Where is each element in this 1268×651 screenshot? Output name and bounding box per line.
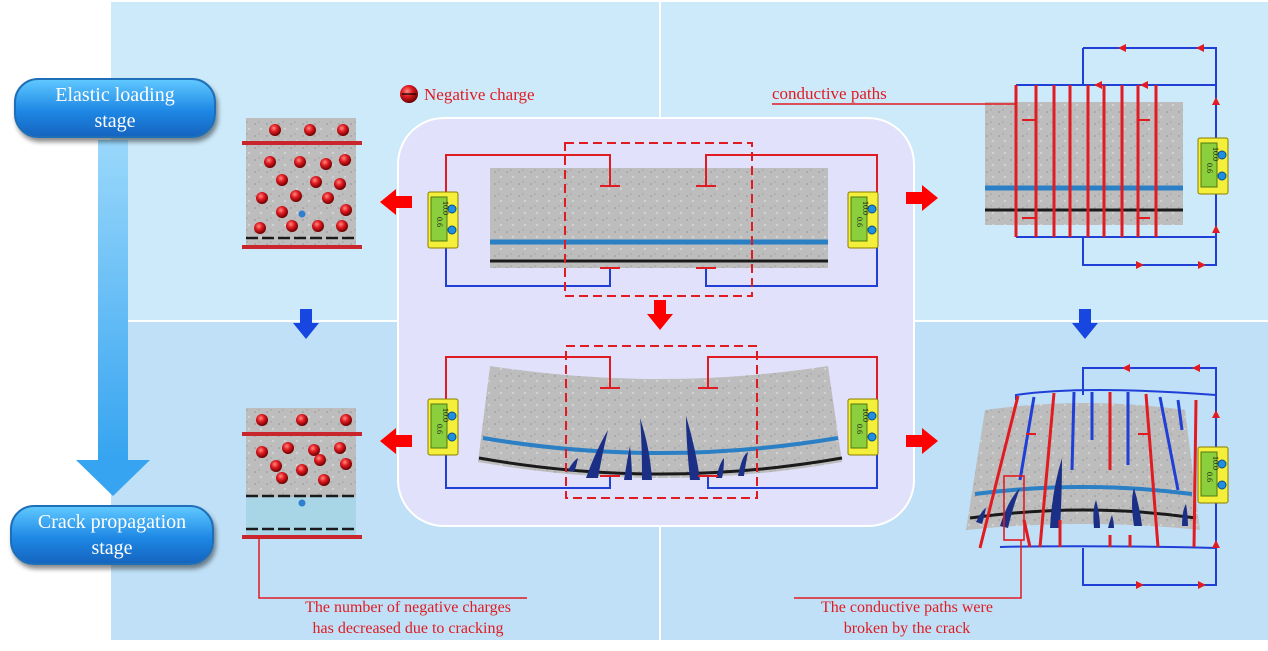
meter-reading-a: 0.6: [1205, 472, 1214, 482]
meter-reading-b: 10.0: [441, 408, 450, 422]
crack: [568, 416, 748, 480]
wires-top: [445, 142, 878, 297]
meter-reading: 0.6 10.0: [435, 201, 450, 227]
meter-reading-a: 0.6: [435, 217, 444, 227]
specimen-cracked: [242, 408, 362, 539]
stage-crack-pill: Crack propagation stage: [10, 505, 214, 565]
beam-top: [490, 168, 828, 268]
meter-reading-a: 0.6: [1205, 163, 1214, 173]
meter-reading-b: 10.0: [1211, 456, 1220, 470]
meter-reading: 0.6 10.0: [1205, 456, 1220, 482]
meter-reading: 0.6 10.0: [855, 201, 870, 227]
wires-bottom: [445, 345, 878, 499]
stage-elastic-label: Elastic loading stage: [55, 84, 175, 132]
meter-reading-b: 10.0: [441, 201, 450, 215]
meter-reading-a: 0.6: [855, 217, 864, 227]
leader-broken: [794, 540, 1022, 599]
leader-charges: [258, 535, 527, 599]
meter-reading-a: 0.6: [855, 424, 864, 434]
meter-reading-b: 10.0: [861, 408, 870, 422]
meter-reading-b: 10.0: [1211, 147, 1220, 161]
annotation-conductive-paths: conductive paths: [772, 84, 887, 103]
annotation-paths-broken: The conductive paths were broken by the …: [821, 599, 993, 637]
meter-reading: 0.6 10.0: [855, 408, 870, 434]
meter-reading-a: 0.6: [435, 424, 444, 434]
meter-reading: 0.6 10.0: [435, 408, 450, 434]
annotation-charges-decreased: The number of negative charges has decre…: [305, 599, 511, 637]
stage-crack-label: Crack propagation stage: [37, 511, 187, 559]
meter-reading: 0.6 10.0: [1205, 147, 1220, 173]
meter-reading-b: 10.0: [861, 201, 870, 215]
stage-flow-arrow: [76, 140, 150, 496]
specimen-elastic: [242, 118, 362, 249]
legend-label: Negative charge: [424, 85, 535, 104]
beam-bottom: [478, 366, 843, 480]
specimen-paths-broken: [966, 364, 1220, 589]
stage-elastic-pill: Elastic loading stage: [14, 78, 216, 138]
